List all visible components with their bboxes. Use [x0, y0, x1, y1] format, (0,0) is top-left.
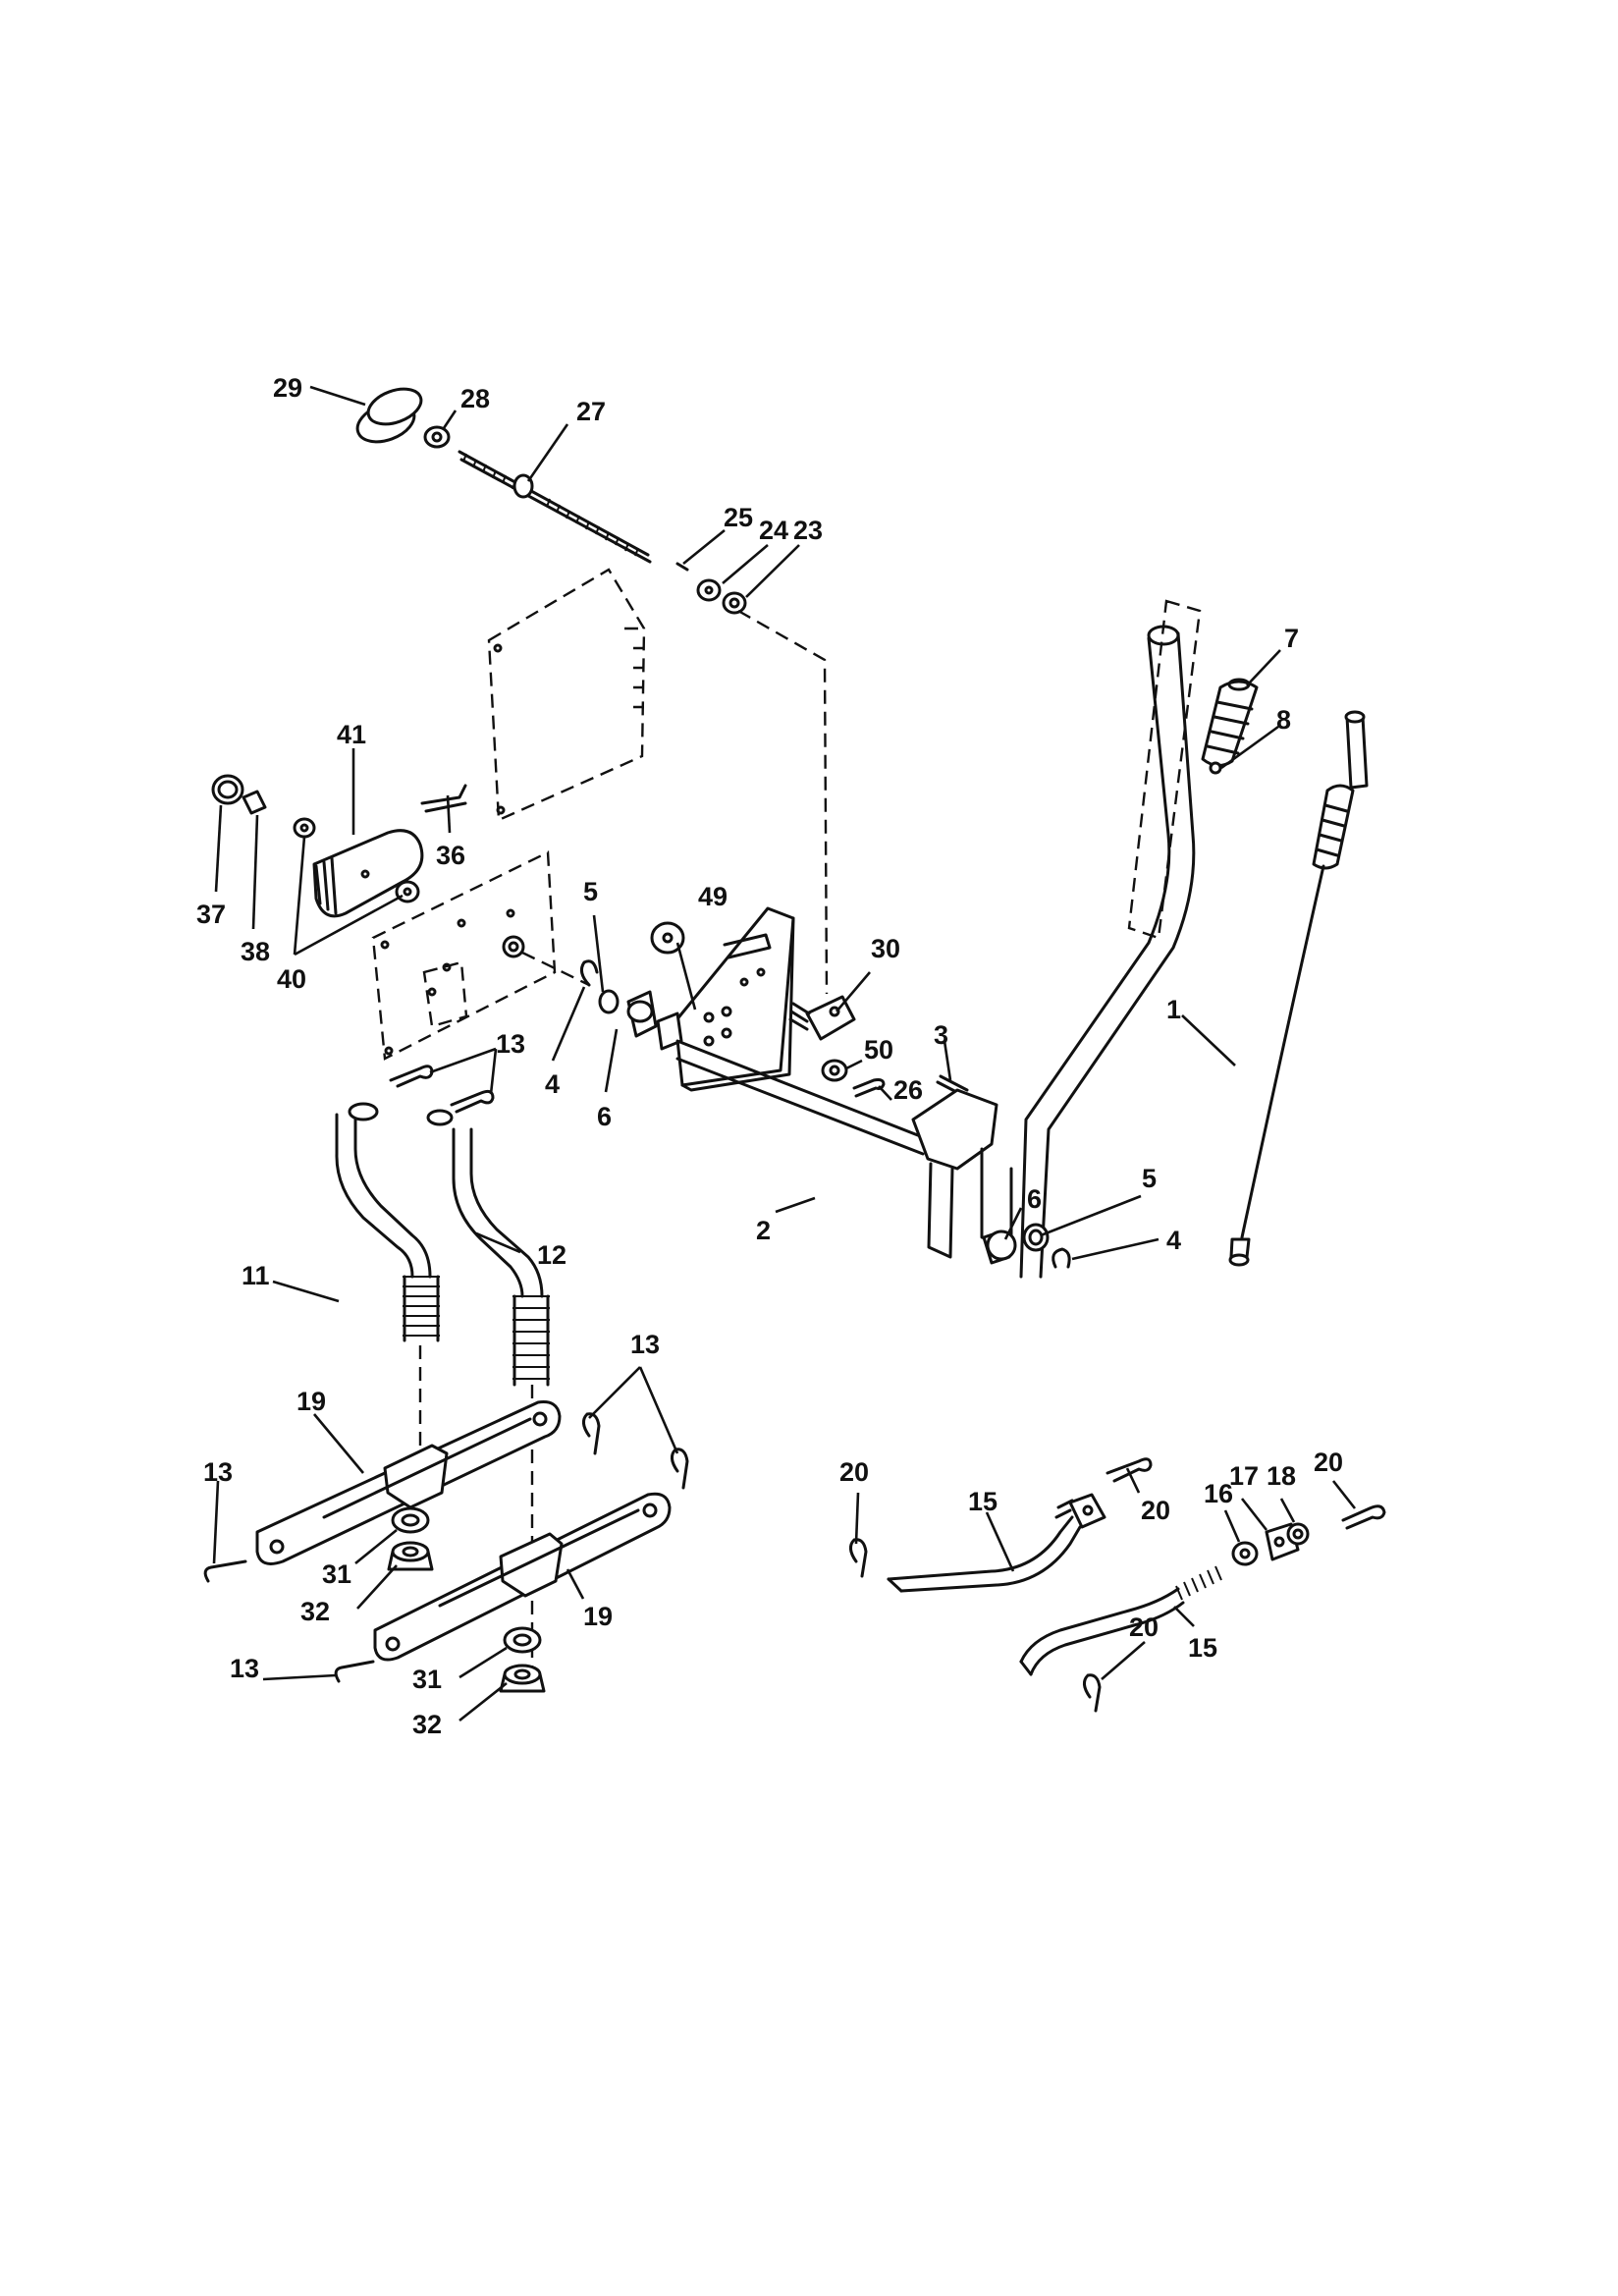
callout-29: 29	[273, 373, 302, 403]
callout-20-d: 20	[1129, 1613, 1159, 1642]
grip-outline	[1127, 599, 1202, 940]
clip-13-upper-parts	[389, 1065, 495, 1114]
callout-13-top: 13	[496, 1029, 525, 1059]
leader-lines	[212, 385, 1357, 1722]
ferrule-nut-parts	[1231, 1522, 1310, 1566]
callout-50: 50	[864, 1035, 893, 1065]
adjust-rod-part	[458, 450, 652, 564]
clip-20-parts	[849, 1457, 1386, 1713]
callout-6-right: 6	[1027, 1184, 1042, 1214]
frame-panel-lower	[371, 850, 557, 1061]
callout-23: 23	[793, 516, 823, 545]
callout-25: 25	[724, 503, 753, 532]
bushing-nut-upper-parts	[387, 1506, 434, 1571]
callout-3: 3	[934, 1020, 948, 1050]
callout-37: 37	[196, 900, 226, 929]
callout-28: 28	[460, 384, 490, 413]
callout-19-upper: 19	[297, 1387, 326, 1416]
rod-15-upper-part	[887, 1493, 1106, 1593]
arm-19-upper-part	[255, 1400, 562, 1565]
callout-5-right: 5	[1142, 1164, 1157, 1193]
callout-labels: 29 28 27 25 24 23 7 8 41 37 38 40 36 5 4…	[196, 373, 1343, 1739]
callout-13-left: 13	[203, 1457, 233, 1487]
knob-part	[355, 387, 423, 444]
callout-16: 16	[1204, 1479, 1233, 1508]
callout-32-upper: 32	[300, 1597, 330, 1626]
callout-40: 40	[277, 964, 306, 994]
callout-36: 36	[436, 841, 465, 870]
washer-50-part	[821, 1059, 848, 1082]
callout-6-left: 6	[597, 1102, 612, 1131]
bolt-26-part	[852, 1078, 886, 1098]
assembly-line	[521, 951, 590, 987]
link-11-part	[335, 1102, 440, 1342]
callout-13-bottom: 13	[230, 1654, 259, 1683]
callout-15-lower: 15	[1188, 1633, 1217, 1663]
rod-15-lower-part	[1019, 1565, 1222, 1676]
frame-panel-upper	[487, 568, 646, 822]
callout-24: 24	[759, 516, 788, 545]
callout-18: 18	[1267, 1461, 1296, 1491]
callout-8: 8	[1276, 705, 1291, 735]
swivel-30-part	[788, 995, 856, 1041]
callout-1: 1	[1166, 995, 1181, 1024]
callout-4-left: 4	[545, 1069, 560, 1099]
nut-part	[423, 425, 451, 449]
shaft-retaining-parts-left	[579, 959, 658, 1038]
callout-32-lower: 32	[412, 1710, 442, 1739]
callout-17: 17	[1229, 1461, 1259, 1491]
link-12-part	[426, 1109, 550, 1387]
callout-30: 30	[871, 934, 900, 963]
callout-13-mid: 13	[630, 1330, 660, 1359]
washer-49-part	[650, 921, 685, 955]
callout-4-right: 4	[1166, 1226, 1181, 1255]
callout-20-a: 20	[839, 1457, 869, 1487]
callout-27: 27	[576, 397, 606, 426]
callout-38: 38	[241, 937, 270, 966]
callout-11: 11	[242, 1261, 270, 1290]
callout-20-c: 20	[1314, 1448, 1343, 1477]
washer-parts	[675, 562, 747, 615]
lift-shaft-part	[656, 906, 930, 1156]
knob-assembly-parts	[211, 774, 424, 918]
callout-15-upper: 15	[968, 1487, 998, 1516]
bushing-nut-lower-parts	[499, 1626, 546, 1693]
assembly-line	[737, 609, 829, 995]
lift-handle-part	[911, 625, 1196, 1279]
arm-19-lower-part	[373, 1492, 672, 1662]
callout-5-left: 5	[583, 877, 598, 906]
callout-7: 7	[1284, 624, 1299, 653]
button-8-part	[1209, 761, 1222, 775]
cable-1-part	[1228, 710, 1369, 1267]
clip-part	[420, 784, 467, 813]
callout-19-lower: 19	[583, 1602, 613, 1631]
grip-7-part	[1201, 678, 1259, 767]
callout-26: 26	[893, 1075, 923, 1105]
callout-20-b: 20	[1141, 1496, 1170, 1525]
callout-2: 2	[756, 1216, 771, 1245]
callout-41: 41	[337, 720, 366, 749]
shaft-retaining-parts-right	[982, 1223, 1071, 1269]
callout-31-lower: 31	[412, 1665, 442, 1694]
callout-31-upper: 31	[322, 1559, 351, 1589]
callout-12: 12	[537, 1240, 566, 1270]
callout-49: 49	[698, 882, 728, 911]
